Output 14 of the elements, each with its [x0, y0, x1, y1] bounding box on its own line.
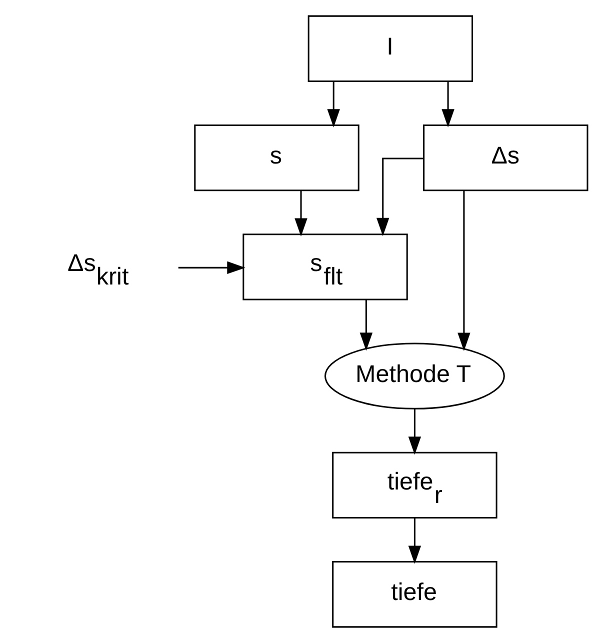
arrow: [408, 517, 422, 564]
node-box: s: [194, 124, 360, 191]
arrow: [458, 190, 470, 350]
arrow: [408, 408, 422, 454]
arrow: [376, 157, 424, 236]
node-box: Δs: [423, 124, 588, 191]
node-ellipse: Methode T: [324, 342, 505, 409]
arrow: [360, 299, 373, 350]
arrow: [327, 80, 340, 127]
node-box: I: [308, 14, 474, 82]
arrow: [294, 190, 308, 236]
arrow: [178, 260, 246, 274]
node-box: tiefe: [332, 560, 498, 628]
arrow: [442, 80, 454, 127]
